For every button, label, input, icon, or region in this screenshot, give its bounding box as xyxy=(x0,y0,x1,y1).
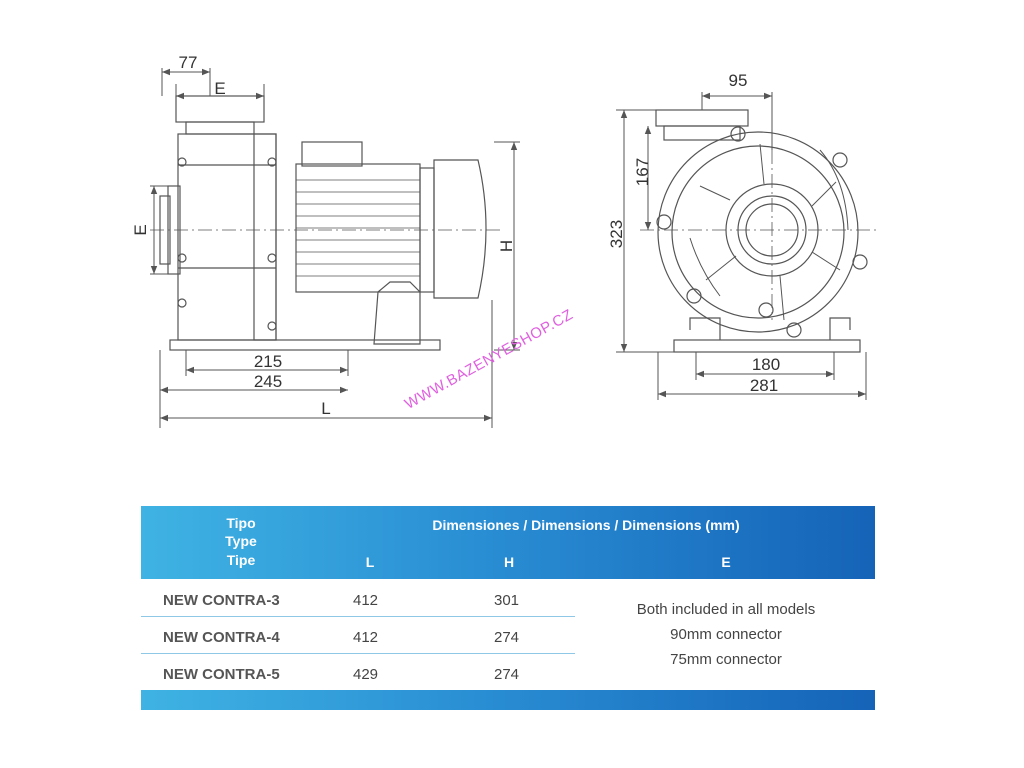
dim-e-top: E xyxy=(214,79,225,98)
dim-215: 215 xyxy=(254,352,282,371)
base-plate xyxy=(169,339,441,351)
side-view xyxy=(150,95,500,351)
dim-h: H xyxy=(497,240,516,252)
header-col-l: L xyxy=(365,554,375,570)
dim-e-left: E xyxy=(131,224,150,235)
value-l: 429 xyxy=(353,666,379,683)
e-note-line: 90mm connector xyxy=(670,626,782,643)
dim-77: 77 xyxy=(179,53,198,72)
model-name: NEW CONTRA-5 xyxy=(163,666,280,683)
e-note-line: 75mm connector xyxy=(670,651,782,668)
dim-245: 245 xyxy=(254,372,282,391)
front-base xyxy=(673,339,861,353)
value-l: 412 xyxy=(353,629,379,646)
side-view-dimension-labels: 77 E E H 215 245 L xyxy=(131,53,516,418)
table-footer-bar xyxy=(141,690,875,710)
header-col-h: H xyxy=(503,554,515,570)
row-divider xyxy=(141,616,575,617)
header-type-label: Tipo xyxy=(226,515,256,531)
dim-323: 323 xyxy=(607,220,626,248)
front-view xyxy=(640,109,880,353)
front-outlet-flange xyxy=(655,109,749,127)
pump-technical-drawing: 77 E E H 215 245 L xyxy=(131,53,880,428)
dim-281: 281 xyxy=(750,376,778,395)
dim-95: 95 xyxy=(729,71,748,90)
top-flange xyxy=(175,95,265,123)
dimensions-table: Tipo Type Tipe Dimensiones / Dimensions … xyxy=(141,506,875,710)
header-dimensions-title: Dimensiones / Dimensions / Dimensions (m… xyxy=(432,517,740,533)
value-h: 274 xyxy=(494,666,520,683)
row-divider xyxy=(141,653,575,654)
motor-fan-cover xyxy=(433,159,487,299)
model-name: NEW CONTRA-3 xyxy=(163,592,280,609)
table-header: Tipo Type Tipe Dimensiones / Dimensions … xyxy=(141,506,875,579)
dim-l: L xyxy=(321,399,330,418)
dim-180: 180 xyxy=(752,355,780,374)
table-row: NEW CONTRA-3 412 301 xyxy=(141,582,581,618)
dim-167: 167 xyxy=(633,158,652,186)
front-view-dimension-labels: 95 167 323 180 281 xyxy=(607,71,780,395)
volute-outer xyxy=(657,131,859,333)
model-name: NEW CONTRA-4 xyxy=(163,629,280,646)
header-col-e: E xyxy=(721,554,731,570)
value-h: 301 xyxy=(494,592,520,609)
value-h: 274 xyxy=(494,629,520,646)
table-row: NEW CONTRA-4 412 274 xyxy=(141,619,581,655)
header-type-label: Tipe xyxy=(226,552,256,568)
e-note-line: Both included in all models xyxy=(636,601,816,618)
header-type-label: Type xyxy=(225,533,257,549)
table-row: NEW CONTRA-5 429 274 xyxy=(141,656,581,692)
value-l: 412 xyxy=(353,592,379,609)
